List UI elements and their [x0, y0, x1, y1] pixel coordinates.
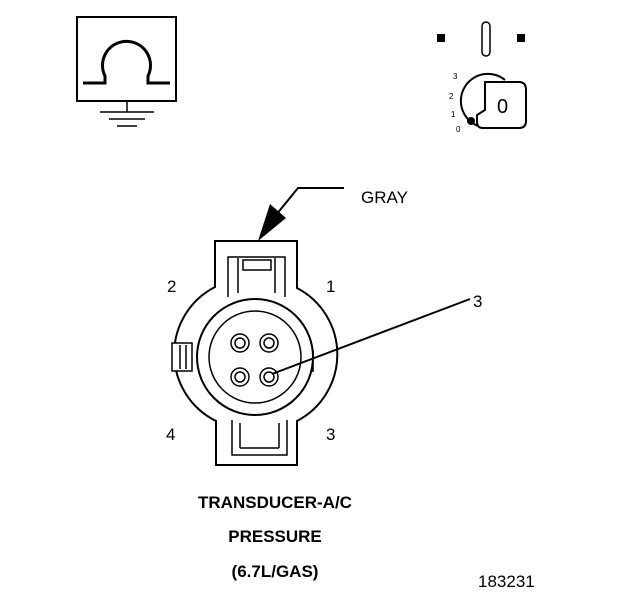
key-position-3: 3 — [453, 72, 458, 81]
connector-face-inner — [208, 310, 302, 404]
connector-bottom-key — [231, 420, 288, 456]
cavity-label-bottom-right: 3 — [326, 425, 335, 444]
wire-color-label: GRAY — [361, 188, 408, 207]
key-position-1: 1 — [451, 110, 456, 119]
ohmmeter-symbol: Ω — [76, 16, 177, 127]
connector — [171, 240, 471, 466]
ohmmeter-box — [76, 16, 177, 102]
figure-number: 183231 — [478, 572, 535, 591]
terminal-callout-line — [271, 298, 471, 375]
key-slot-right-mark — [517, 34, 525, 42]
key-slot — [481, 21, 491, 57]
ignition-key-symbol: 3 2 1 0 0 — [437, 21, 527, 134]
key-position-2: 2 — [449, 92, 454, 101]
terminal-4 — [230, 367, 250, 387]
key-position-0: 0 — [456, 125, 461, 134]
cavity-label-bottom-left: 4 — [166, 425, 175, 444]
lock-tab-latch — [242, 259, 272, 271]
wire-leader-arrowhead — [258, 204, 286, 241]
callout-label: 3 — [473, 292, 482, 311]
key-position-marker — [467, 117, 475, 125]
terminal-2 — [230, 333, 250, 353]
caption-line-3: (6.7L/GAS) — [232, 562, 319, 581]
wire-leader: GRAY — [258, 187, 408, 241]
cavity-label-top-right: 1 — [326, 277, 335, 296]
wire-leader-line — [275, 187, 344, 216]
caption-line-2: PRESSURE — [228, 527, 322, 546]
key-label: 0 — [497, 96, 508, 118]
terminal-3 — [259, 367, 279, 387]
key-head-icon — [476, 81, 527, 129]
key-slot-left-mark — [437, 34, 445, 42]
caption-line-1: TRANSDUCER-A/C — [198, 493, 352, 512]
omega-icon — [83, 39, 170, 85]
connector-side-latch — [171, 342, 193, 372]
cavity-label-top-left: 2 — [167, 277, 176, 296]
connector-lock-tab — [227, 256, 286, 297]
terminal-1 — [259, 333, 279, 353]
